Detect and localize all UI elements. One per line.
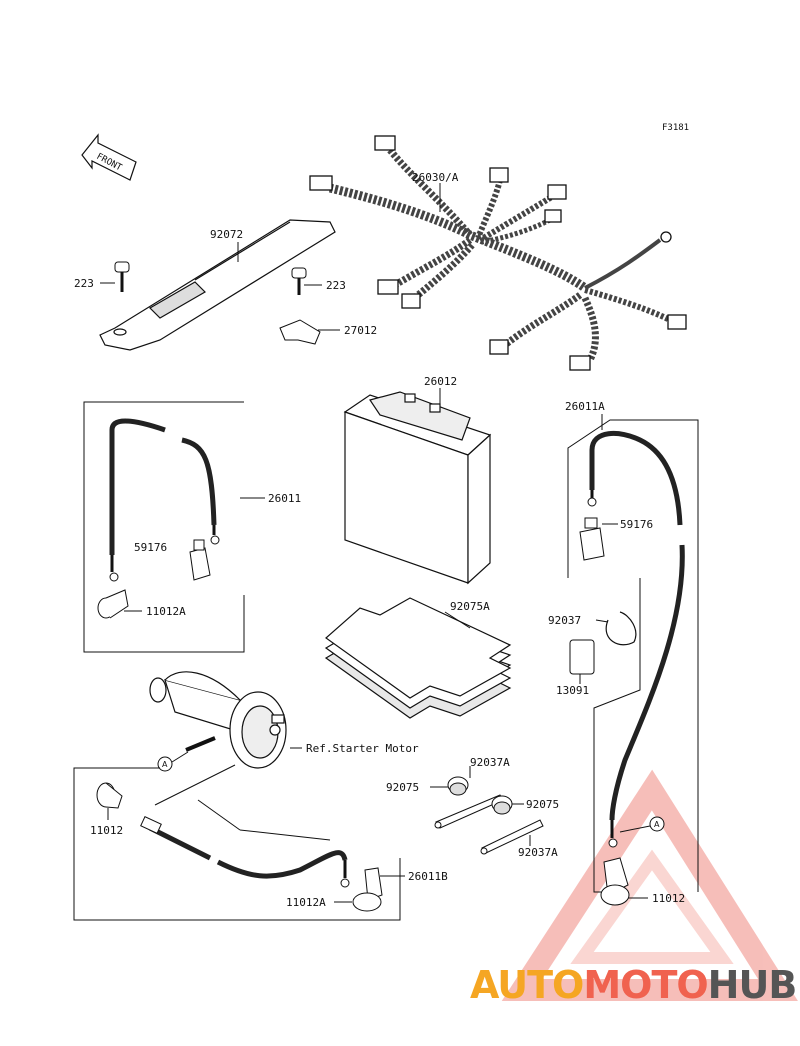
watermark-logo: AUTOMOTOHUB [470,960,800,1010]
bracket-icon [279,319,321,345]
bolt-left-icon [114,261,130,292]
negative-cable [109,418,217,555]
label-cable-pos: 26011A [565,400,605,413]
label-boot-left: 59176 [134,541,167,554]
watermark-triangle [501,769,798,1001]
grommet-left-icon [447,776,469,796]
battery-pad [324,597,512,719]
watermark-part3: HUB [707,963,798,1007]
label-boot-right: 59176 [620,518,653,531]
label-bracket: 27012 [344,324,377,337]
label-cap-starter: 11012 [90,824,123,837]
wiring-harness [309,135,687,371]
starter-cable [148,825,348,879]
label-cap-left: 11012A [146,605,186,618]
watermark-part2: MOTO [583,963,708,1007]
terminal-cap-right-icon [600,857,630,906]
tie-strap-bottom-icon [480,819,544,855]
terminal-cap-left-icon [97,589,129,619]
label-bolt-right: 223 [326,279,346,292]
label-battery: 26012 [424,375,457,388]
bolt-right-icon [291,267,307,295]
watermark-part1: AUTO [470,963,584,1007]
positive-cable [589,430,685,821]
label-bolt-left: 223 [74,277,94,290]
battery-strap [99,219,336,351]
label-clamp: 92037 [548,614,581,627]
marker-a-left: A [157,756,173,772]
label-grommet-left: 92075 [386,781,419,794]
label-cap-right: 11012 [652,892,685,905]
label-cable-neg: 26011 [268,492,301,505]
svg-text:A: A [162,760,168,769]
svg-text:A: A [654,820,660,829]
boot-right-icon [579,517,605,561]
label-grommet-right: 92075 [526,798,559,811]
battery [343,391,492,585]
grommet-right-icon [491,795,513,815]
front-arrow-icon: FRONT [81,133,137,181]
label-pad: 92075A [450,600,490,613]
label-cable-starter: 26011B [408,870,448,883]
label-grommet-a-top: 92037A [470,756,510,769]
negative-cable-box [83,401,245,653]
fuse-cover-icon [569,639,595,675]
label-strap: 92072 [210,228,243,241]
terminal-cap-starter-icon [96,782,123,809]
boot-left-icon [189,539,211,581]
label-grommet-a-bottom: 92037A [518,846,558,859]
starter-cable-box [73,767,401,921]
label-ref-starter: Ref.Starter Motor [306,742,419,755]
label-cap-bottom: 11012A [286,896,326,909]
marker-a-right: A [649,816,665,832]
starter-motor [149,671,287,769]
starter-bolt-icon [185,736,216,752]
label-fuse-cover: 13091 [556,684,589,697]
positive-cable-box [567,419,699,893]
figure-code: F3181 [662,123,689,133]
label-harness: 26030/A [412,171,459,184]
terminal-cap-bottom-icon [352,867,383,912]
clamp-icon [605,611,637,646]
